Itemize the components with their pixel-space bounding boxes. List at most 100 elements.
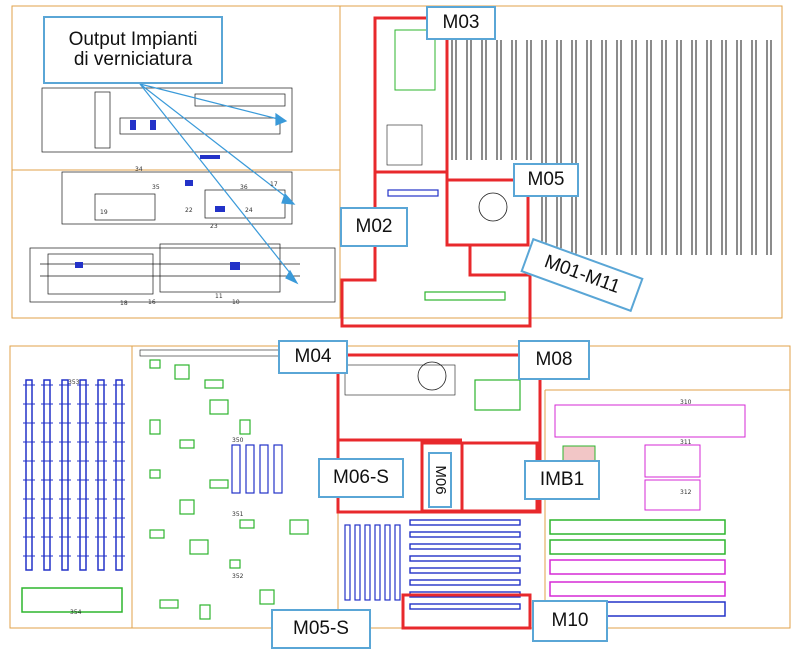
room-number: 34 <box>135 166 143 173</box>
zone-m02-boundary <box>340 170 532 328</box>
room-number: 354 <box>70 609 82 616</box>
center-left-workstations <box>139 349 321 620</box>
rack-row-vertical <box>354 524 361 601</box>
lower-right-area <box>549 404 746 617</box>
room-number: 17 <box>270 181 278 188</box>
workstation-rack <box>273 444 283 494</box>
rack-row <box>115 379 123 571</box>
workstation <box>209 399 229 415</box>
rack-row-horizontal <box>409 567 521 574</box>
center-rack-rows <box>344 29 521 610</box>
label-m06-s: M06-S <box>318 458 404 498</box>
plant-3-outline <box>29 247 336 303</box>
rack-row-vertical <box>344 524 351 601</box>
room-number: 352 <box>232 573 244 580</box>
painting-output-title: Output Impianti di verniciatura <box>68 29 198 70</box>
label-m04: M04 <box>278 340 348 374</box>
workstation <box>229 559 241 569</box>
m08-round-unit <box>417 361 447 391</box>
room-number: 11 <box>215 293 223 300</box>
plant-blue-marks <box>75 120 240 270</box>
room-number: 311 <box>680 439 692 446</box>
room-number: 22 <box>185 207 193 214</box>
workstation <box>159 599 179 609</box>
rack-row <box>61 379 69 571</box>
room-number: 10 <box>232 299 240 306</box>
label-m05-s: M05-S <box>271 609 371 649</box>
rack-row-horizontal <box>409 555 521 562</box>
label-m08: M08 <box>518 340 590 380</box>
m05-round-unit <box>478 192 508 222</box>
workstation <box>259 589 275 605</box>
zone-m05-boundary <box>445 178 530 247</box>
label-m05: M05 <box>513 163 579 197</box>
workstation <box>189 539 209 555</box>
workstation <box>149 419 161 435</box>
label-m06: M06 <box>428 452 452 508</box>
rack-row <box>79 379 87 571</box>
zone-m03-boundary <box>373 16 449 174</box>
workstation <box>204 379 224 389</box>
room-number: 16 <box>148 299 156 306</box>
label-m05-s-text: M05-S <box>293 618 349 640</box>
label-m02-text: M02 <box>355 216 393 238</box>
area-312 <box>644 479 701 511</box>
workstation-rack <box>231 444 241 494</box>
workstation-rack <box>259 444 269 494</box>
zone-m10-boundary <box>401 593 532 630</box>
room-number: 350 <box>232 437 244 444</box>
rack-row-horizontal <box>409 519 521 526</box>
room-number: 310 <box>680 399 692 406</box>
workstation <box>239 419 251 435</box>
room-number: 19 <box>100 209 108 216</box>
rack-row-horizontal <box>409 603 521 610</box>
workstation <box>149 529 165 539</box>
rack-row <box>25 379 33 571</box>
rack-row-horizontal <box>409 543 521 550</box>
rack-row-vertical <box>394 524 401 601</box>
building-walls <box>9 5 791 629</box>
m03-room <box>386 124 423 166</box>
label-m06-s-text: M06-S <box>333 467 389 489</box>
label-m10-text: M10 <box>551 610 589 632</box>
workstation <box>239 519 255 529</box>
label-m03: M03 <box>426 6 496 40</box>
workstation <box>179 439 195 449</box>
m02-green-line <box>424 291 506 301</box>
workstation <box>174 364 190 380</box>
workstation <box>149 359 161 369</box>
arrows <box>139 83 299 285</box>
room-number: 36 <box>240 184 248 191</box>
workstation <box>179 499 195 515</box>
label-imb1-text: IMB1 <box>539 469 585 491</box>
label-m05-text: M05 <box>527 169 565 191</box>
rack-row-horizontal <box>409 579 521 586</box>
workstation-rack <box>245 444 255 494</box>
label-m02: M02 <box>340 207 408 247</box>
room-number: 312 <box>680 489 692 496</box>
plant-2-outline <box>61 171 293 225</box>
m08-green-block <box>474 379 521 411</box>
m08-machine-block <box>344 364 456 396</box>
label-m08-text: M08 <box>535 349 573 371</box>
rack-row-vertical <box>364 524 371 601</box>
area-311 <box>644 444 701 478</box>
room-number: 353 <box>68 379 80 386</box>
rack-row <box>43 379 51 571</box>
painting-output-title-box: Output Impianti di verniciatura <box>43 16 223 84</box>
lower-left-warehouse-racks <box>21 379 125 613</box>
rack-bottom-row <box>21 587 123 613</box>
upper-warehouse-racks <box>451 40 772 255</box>
label-imb1: IMB1 <box>524 460 600 500</box>
room-number: 35 <box>152 184 160 191</box>
rack-row-vertical <box>384 524 391 601</box>
workstation <box>199 604 211 620</box>
painting-plants <box>29 87 336 303</box>
label-m10: M10 <box>532 600 608 642</box>
label-m04-text: M04 <box>294 346 332 368</box>
plant-1-outline <box>41 87 293 153</box>
workstation <box>289 519 309 535</box>
